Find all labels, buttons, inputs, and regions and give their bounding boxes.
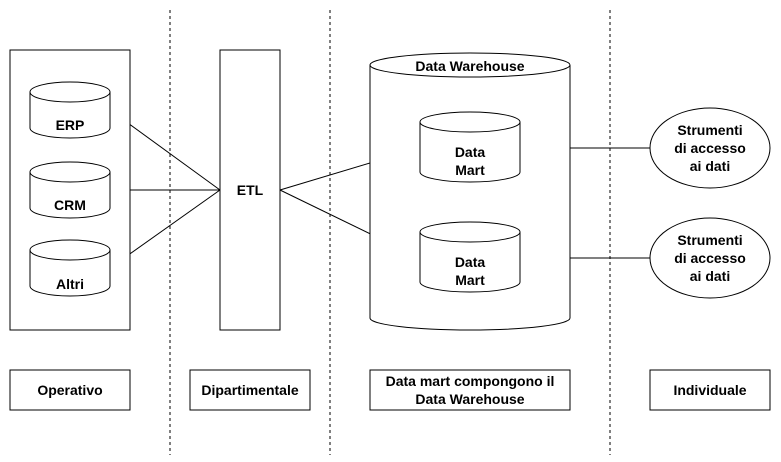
label-dipartimentale: Dipartimentale [189,369,311,411]
label-operativo-text: Operativo [37,382,102,398]
access-tools-1: Strumenti di accesso ai dati [649,107,771,189]
erp-label: ERP [56,117,85,133]
data-mart-2: Data Mart [419,221,521,293]
data-mart-2-label-line2: Mart [455,272,485,288]
label-data-warehouse: Data mart compongono il Data Warehouse [369,369,571,411]
access-tools-2-line2: di accesso [674,250,746,266]
access-tools-1-line1: Strumenti [677,122,742,138]
data-mart-2-label-line1: Data [455,254,486,270]
label-data-warehouse-line2: Data Warehouse [415,391,524,407]
erp-database: ERP [29,81,111,139]
data-warehouse-title: Data Warehouse [415,58,524,74]
etl-label: ETL [237,182,264,198]
label-individuale-text: Individuale [673,382,746,398]
crm-label: CRM [54,197,86,213]
altri-database: Altri [29,239,111,297]
access-tools-2: Strumenti di accesso ai dati [649,217,771,299]
crm-database: CRM [29,161,111,219]
label-operativo: Operativo [9,369,131,411]
label-data-warehouse-line1: Data mart compongono il [386,373,555,389]
label-individuale: Individuale [649,369,771,411]
data-mart-1-label-line1: Data [455,144,486,160]
access-tools-1-line3: ai dati [690,158,730,174]
label-dipartimentale-text: Dipartimentale [201,382,298,398]
altri-label: Altri [56,276,84,292]
data-mart-1-label-line2: Mart [455,162,485,178]
access-tools-2-line1: Strumenti [677,232,742,248]
etl-box [219,49,281,331]
access-tools-2-line3: ai dati [690,268,730,284]
access-tools-1-line2: di accesso [674,140,746,156]
data-mart-1: Data Mart [419,111,521,183]
